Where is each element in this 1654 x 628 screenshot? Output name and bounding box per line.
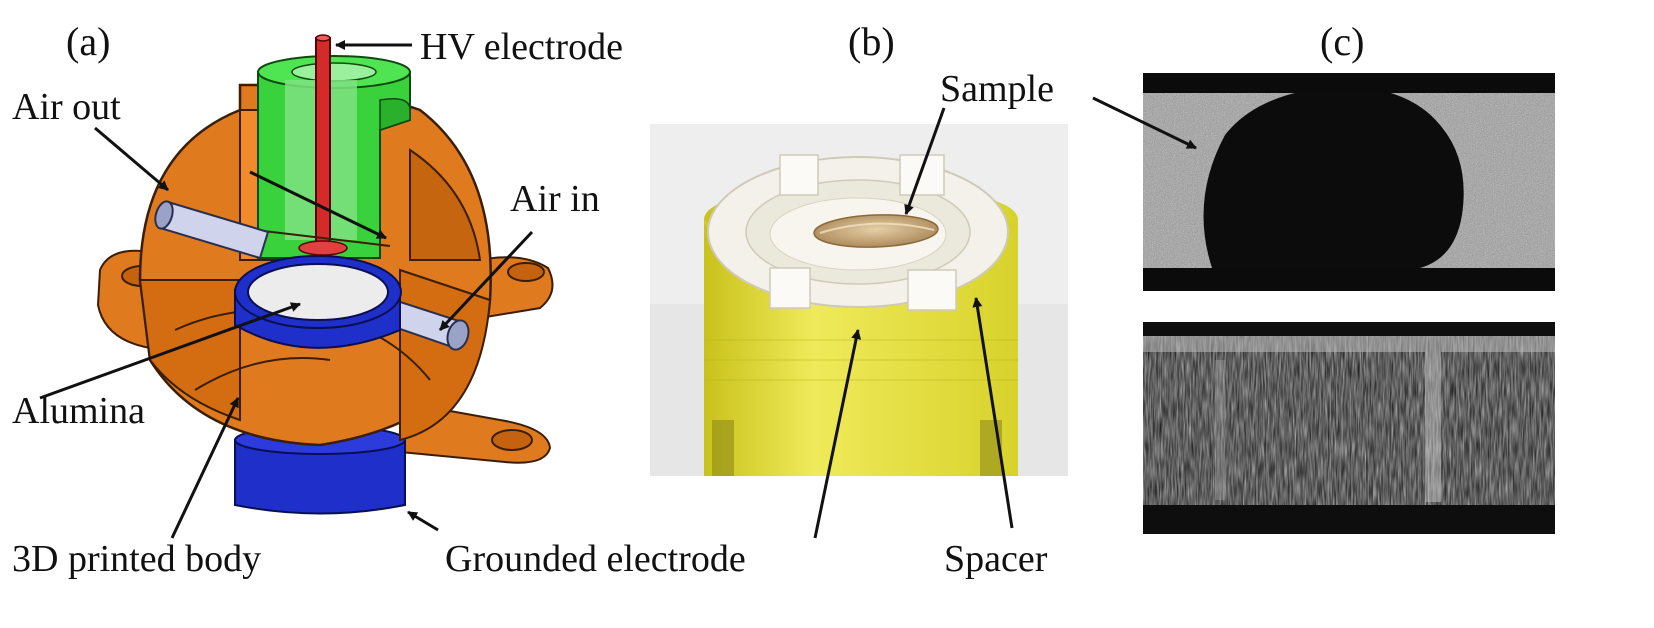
arrow-hv-tip <box>249 170 387 240</box>
arrow-spacer <box>972 297 1014 529</box>
label-spacer: Spacer <box>944 538 1048 580</box>
arrow-sample-c <box>1092 96 1197 150</box>
panel-b-photo <box>650 124 1068 476</box>
label-3d-printed-body: 3D printed body <box>12 538 262 580</box>
label-grounded-electrode: Grounded electrode <box>445 538 746 580</box>
panel-b-letter: (b) <box>848 19 895 64</box>
label-air-out: Air out <box>12 86 121 128</box>
panel-c-letter: (c) <box>1320 19 1365 64</box>
panel-a-letter: (a) <box>66 19 111 64</box>
label-alumina: Alumina <box>12 390 145 432</box>
label-air-in: Air in <box>510 178 600 220</box>
label-hv-electrode: HV electrode <box>420 26 623 68</box>
arrow-grounded-electrode-b <box>813 329 862 539</box>
panel-a-cad-drawing <box>96 34 554 515</box>
arrow-body <box>170 397 240 539</box>
air-out-tube <box>154 200 270 260</box>
arrow-sample <box>904 107 946 215</box>
panel-c-bottom-image <box>1143 322 1555 534</box>
arrow-air-out <box>94 126 169 192</box>
panel-c-images <box>1143 73 1555 534</box>
alumina-disk <box>234 255 402 349</box>
arrow-alumina <box>39 302 301 400</box>
panel-c-top-image <box>1143 73 1555 291</box>
hv-electrode-rod <box>298 34 348 256</box>
seed-sample <box>813 214 939 248</box>
callout-arrows <box>39 40 1197 539</box>
arrow-air-in <box>438 230 534 332</box>
label-sample: Sample <box>940 68 1054 110</box>
arrow-grounded-electrode-a <box>407 510 439 532</box>
